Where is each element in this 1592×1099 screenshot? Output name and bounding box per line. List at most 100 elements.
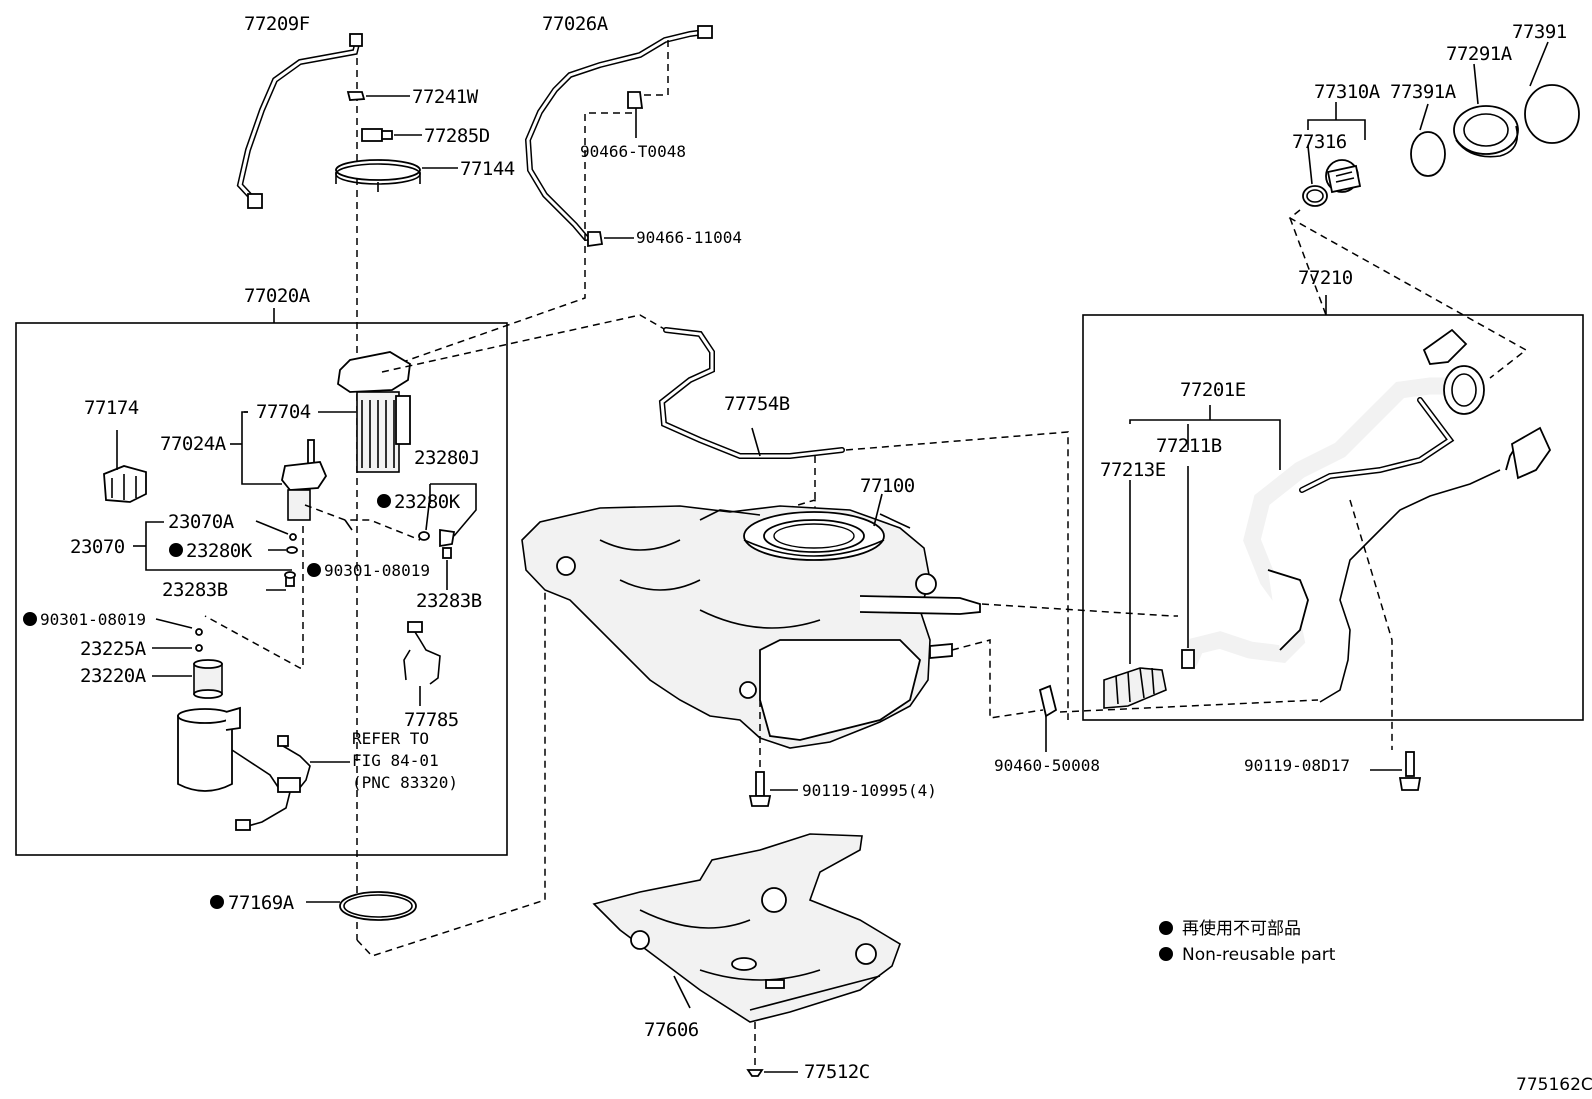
label-77310A: 77310A: [1314, 81, 1381, 103]
dash-hose-to-filler: [845, 431, 1069, 720]
label-23070A: 23070A: [168, 511, 235, 533]
dash-gasket-to-tank: [356, 580, 546, 957]
label-77201E: 77201E: [1180, 379, 1246, 401]
label-23283B-b: 23283B: [416, 590, 482, 612]
wire-harness-77209F: [236, 33, 363, 209]
wire-canister: [231, 749, 281, 791]
label-23070: 23070: [70, 536, 125, 558]
sender-harness-77785: [403, 621, 441, 685]
retainer-ring-77144: [335, 159, 458, 192]
leader-77316: [1307, 145, 1313, 185]
gasket-77169A: [339, 891, 417, 921]
pump-canister: [177, 706, 241, 792]
sender-wire-refer: [235, 735, 311, 831]
label-23280K-b: 23280K: [186, 540, 253, 562]
label-77211B: 77211B: [1156, 435, 1222, 457]
figure-id: 775162C: [1516, 1075, 1592, 1095]
label-90466-T0048: 90466-T0048: [580, 142, 686, 161]
label-23280J: 23280J: [414, 447, 480, 469]
leader-77291A: [1473, 63, 1479, 105]
clip-77512C: [746, 1069, 764, 1077]
nonreusable-dot-23280K-b: [169, 543, 183, 557]
legend-dot-en: [1159, 947, 1173, 961]
hose-77213E: [1103, 667, 1167, 709]
label-90119-10995: 90119-10995(4): [802, 781, 937, 800]
label-refer-fig: FIG 84-01: [352, 751, 439, 770]
part-23070A: [289, 533, 297, 541]
wire-sender: [344, 519, 353, 531]
label-77213E: 77213E: [1100, 459, 1166, 481]
label-77316: 77316: [1292, 131, 1347, 153]
clip-90466-T0048: [627, 91, 644, 138]
hose-77754B: [658, 327, 845, 459]
fuel-tank-77100: [521, 505, 981, 749]
leader-77391: [1529, 41, 1549, 87]
fuel-filler-pipe-77201E: [1181, 365, 1485, 669]
label-77391: 77391: [1512, 21, 1567, 43]
label-77512C: 77512C: [804, 1061, 870, 1083]
label-77285D: 77285D: [424, 125, 490, 147]
oring-23280K-a: [418, 531, 430, 541]
label-77785: 77785: [404, 709, 459, 731]
nonreusable-dot-90301-a: [307, 563, 321, 577]
gasket-77169A-inner: [343, 894, 413, 918]
label-90301-08019-b: 90301-08019: [40, 610, 146, 629]
label-23283B-a: 23283B: [162, 579, 228, 601]
label-77169A: 77169A: [228, 892, 295, 914]
label-refer-to: REFER TO: [352, 729, 429, 748]
leader-90301-b: [155, 618, 193, 629]
leader-77606: [673, 975, 691, 1009]
part-23283B-a-cap: [284, 571, 296, 579]
legend-japanese: 再使用不可部品: [1182, 918, 1301, 939]
label-77704: 77704: [256, 401, 311, 423]
clip-90466-11004: [587, 231, 634, 248]
label-23220A: 23220A: [80, 665, 147, 687]
label-77020A: 77020A: [244, 285, 311, 307]
connector-77285D: [361, 128, 422, 142]
legend-dot-jp: [1159, 921, 1173, 935]
oring-23280K-b: [286, 546, 298, 554]
label-90119-08D17: 90119-08D17: [1244, 756, 1350, 775]
fuel-sender-77024A: [281, 439, 328, 521]
label-77174: 77174: [84, 397, 139, 419]
filler-ring-77291A: [1453, 105, 1519, 158]
clip-77241W: [346, 91, 410, 101]
label-90460-50008: 90460-50008: [994, 756, 1100, 775]
leader-23070A: [255, 520, 289, 535]
nonreusable-dot-90301-b: [23, 612, 37, 626]
label-refer-pnc: (PNC 83320): [352, 773, 458, 792]
label-77209F: 77209F: [244, 13, 310, 35]
label-23225A: 23225A: [80, 638, 147, 660]
part-23225A: [195, 644, 203, 652]
oring-77391A: [1410, 131, 1446, 177]
bolt-90119-10995: [748, 771, 798, 807]
legend-english: Non-reusable part: [1182, 945, 1336, 965]
dash-vent-to-pump: [379, 112, 632, 371]
fuel-pump-assembly-box: [15, 322, 508, 856]
leader-23280K-a: [425, 495, 431, 531]
fuel-pump-module-77704: [337, 351, 411, 473]
label-90301-08019-a: 90301-08019: [324, 561, 430, 580]
grommet-77211B: [1181, 466, 1195, 669]
label-77241W: 77241W: [412, 86, 479, 108]
label-23280K-a: 23280K: [394, 491, 461, 513]
dash-77026A-clip: [640, 40, 669, 96]
label-77144: 77144: [460, 158, 515, 180]
label-77754B: 77754B: [724, 393, 790, 415]
dash-tank-to-90460: [951, 639, 1044, 719]
vent-hose-77026A: [524, 25, 713, 241]
clip-90460-50008: [1038, 684, 1058, 752]
dash-tank-top: [544, 498, 816, 581]
dash-cap-to-77210: [1289, 217, 1327, 316]
label-77024A: 77024A: [160, 433, 227, 455]
nonreusable-dot-77169A: [210, 895, 224, 909]
leader-77391A: [1419, 103, 1429, 131]
filler-neck-bracket: [1422, 328, 1468, 365]
gasket-77391: [1524, 84, 1580, 144]
label-77606: 77606: [644, 1019, 699, 1041]
fitting-23283B-b: [439, 528, 456, 559]
bolt-90119-08D17: [1398, 751, 1422, 791]
label-77210: 77210: [1298, 267, 1353, 289]
